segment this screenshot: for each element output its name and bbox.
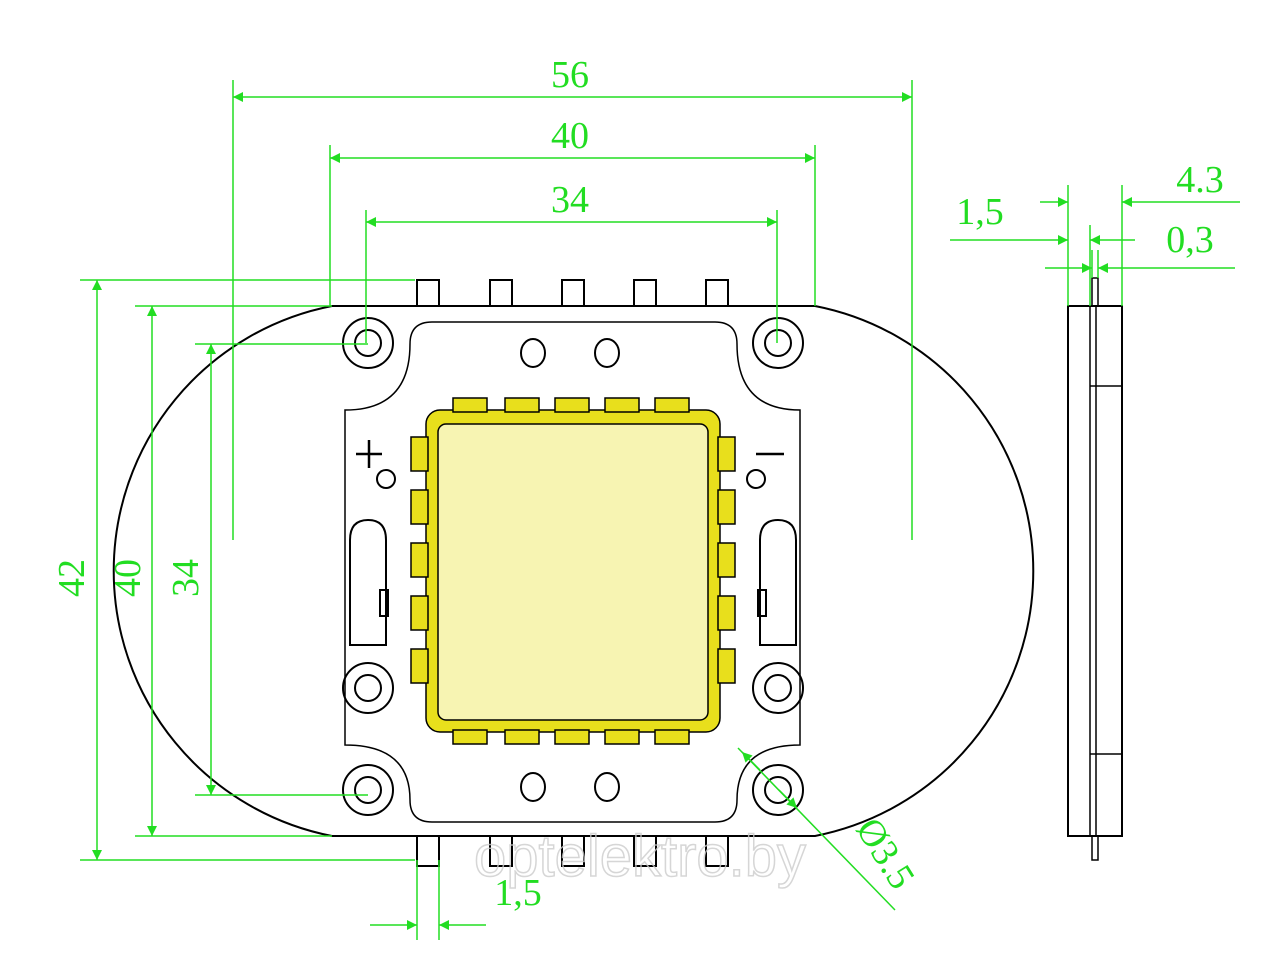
led-emitter-area xyxy=(437,423,709,721)
small-holes xyxy=(376,338,766,802)
mounting-holes xyxy=(342,317,804,816)
side-pin-top xyxy=(1091,277,1099,307)
dim-side-pin: 0,3 xyxy=(1166,219,1214,261)
top-pins xyxy=(416,279,729,307)
dimension-lines xyxy=(80,80,1240,940)
dim-plate-width: 40 xyxy=(551,115,589,157)
front-view xyxy=(112,279,1035,867)
dim-plate-height: 40 xyxy=(107,559,149,597)
dim-hole-spacing-h: 34 xyxy=(551,179,589,221)
dim-side-board: 1,5 xyxy=(956,191,1004,233)
side-view xyxy=(1067,277,1123,861)
inner-plate xyxy=(344,321,801,823)
watermark: optelektro.by xyxy=(474,824,806,889)
dim-overall-width: 56 xyxy=(551,54,589,96)
dim-side-total: 4.3 xyxy=(1176,159,1224,201)
polarity-marks xyxy=(356,440,784,468)
slots xyxy=(349,518,797,646)
dim-overall-height: 42 xyxy=(51,559,93,597)
bottom-pins xyxy=(416,835,729,867)
side-pin-bottom xyxy=(1091,835,1099,861)
dim-hole-spacing-v: 34 xyxy=(165,559,207,597)
heatsink-outline xyxy=(112,305,1035,837)
dim-pin-width: 1,5 xyxy=(494,872,542,914)
